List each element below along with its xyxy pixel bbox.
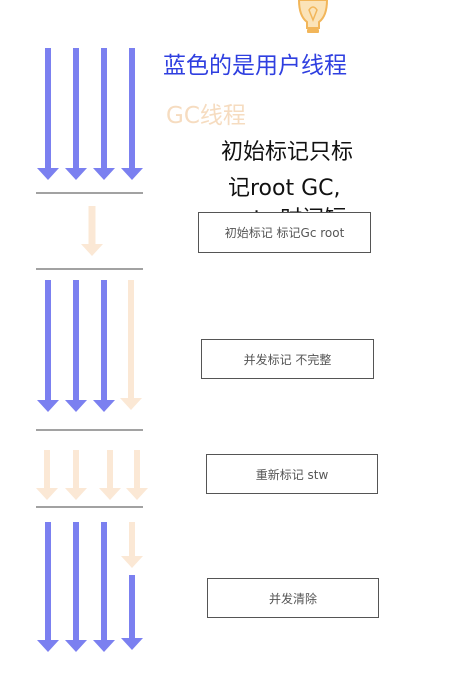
note-line-2: 记root GC,	[228, 176, 341, 201]
user-thread-arrow	[37, 280, 59, 412]
user-thread-arrow	[93, 48, 115, 180]
gc-thread-arrow	[121, 522, 143, 568]
gc-thread-arrow	[81, 206, 103, 256]
user-thread-arrow	[93, 280, 115, 412]
user-thread-legend: 蓝色的是用户线程	[163, 53, 347, 79]
phase-initial-mark-box: 初始标记 标记Gc root	[198, 212, 371, 253]
user-thread-arrow	[121, 575, 143, 650]
phase-concurrent-sweep-box: 并发清除	[207, 578, 379, 618]
note-line-1: 初始标记只标	[221, 140, 354, 165]
lightbulb-icon	[297, 0, 329, 33]
gc-thread-legend: GC线程	[166, 103, 246, 129]
user-thread-arrow	[121, 48, 143, 180]
user-thread-arrow	[65, 280, 87, 412]
user-thread-arrow	[65, 48, 87, 180]
user-thread-arrow	[37, 522, 59, 652]
user-thread-arrow	[65, 522, 87, 652]
gc-thread-arrow	[120, 280, 142, 410]
gc-thread-arrow	[65, 450, 87, 500]
user-thread-arrow	[37, 48, 59, 180]
gc-thread-arrow	[36, 450, 58, 500]
gc-thread-arrow	[99, 450, 121, 500]
phase-concurrent-mark-box: 并发标记 不完整	[201, 339, 374, 379]
gc-thread-arrow	[126, 450, 148, 500]
phase-remark-box: 重新标记 stw	[206, 454, 378, 494]
user-thread-arrow	[93, 522, 115, 652]
